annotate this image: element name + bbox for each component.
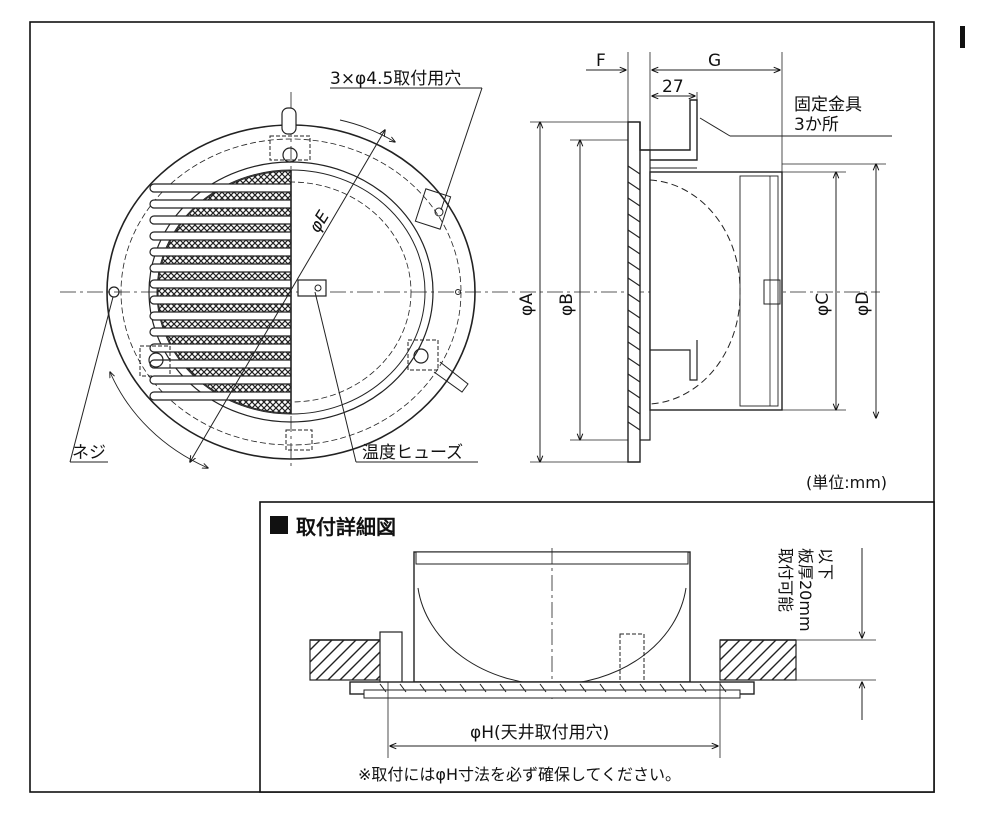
dim-27-label: 27 [662, 77, 684, 97]
side-flange [627, 121, 641, 463]
plate-label-1: 取付可能 [776, 548, 795, 612]
unit-label: (単位:mm) [806, 473, 887, 492]
dim-h-label: φH(天井取付用穴) [470, 723, 609, 743]
side-cylinder [649, 171, 783, 411]
detail-note: ※取付にはφH寸法を必ず確保してください。 [358, 765, 681, 784]
dim-b-label: φB [557, 293, 577, 316]
dim-g-label: G [708, 51, 721, 71]
dim-c-label: φC [813, 293, 833, 316]
dim-a-label: φA [517, 293, 537, 316]
ceiling-left [309, 639, 389, 681]
dim-d-label: φD [853, 292, 873, 316]
ceiling-right [719, 639, 797, 681]
front-view [60, 87, 515, 468]
plate-label-2: 板厚20mm [796, 548, 815, 632]
plate-label-3: 以下 [816, 548, 835, 580]
bracket-label-2: 3か所 [794, 115, 839, 135]
louvre-grille [149, 170, 291, 414]
page-edge-mark [960, 26, 965, 48]
dim-f-label: F [596, 51, 606, 71]
mount-holes-label: 3×φ4.5取付用穴 [330, 69, 461, 89]
screw-label: ネジ [72, 443, 106, 463]
dim-e-label: φE [305, 207, 334, 236]
bracket-label-1: 固定金具 [794, 95, 862, 115]
detail-drawing [309, 548, 876, 758]
fuse-label: 温度ヒューズ [362, 443, 463, 463]
detail-title: 取付詳細図 [296, 515, 396, 539]
side-view [520, 52, 892, 463]
detail-title-square [270, 516, 288, 534]
